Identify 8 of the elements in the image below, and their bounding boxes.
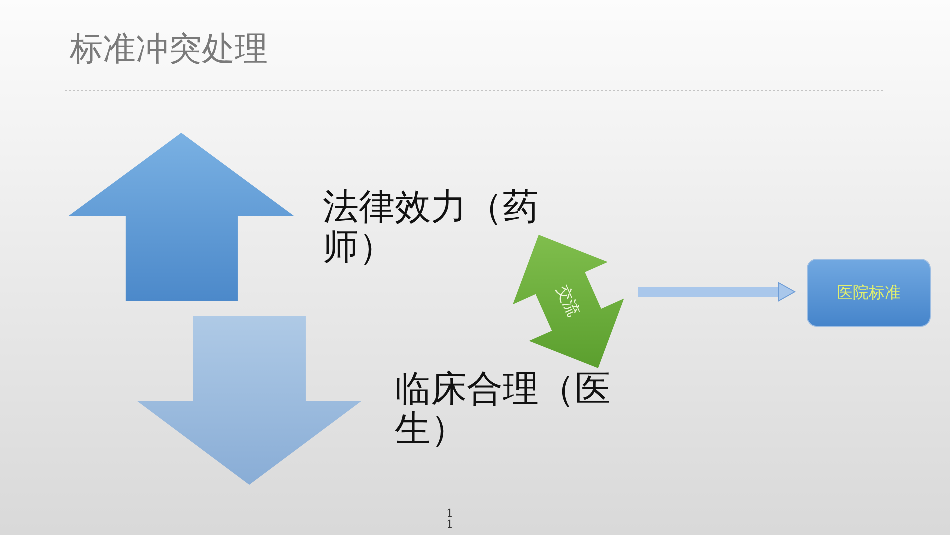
caption-text: 临床合理（医生）	[395, 370, 612, 450]
title: 标准冲突处理	[70, 28, 268, 70]
block-arrow	[638, 282, 796, 302]
double-arrow: 交流	[512, 234, 624, 368]
block-arrow	[137, 316, 362, 485]
block-arrow	[69, 133, 294, 301]
page-number: 11	[446, 508, 454, 530]
rounded-box: 医院标准	[807, 259, 931, 327]
